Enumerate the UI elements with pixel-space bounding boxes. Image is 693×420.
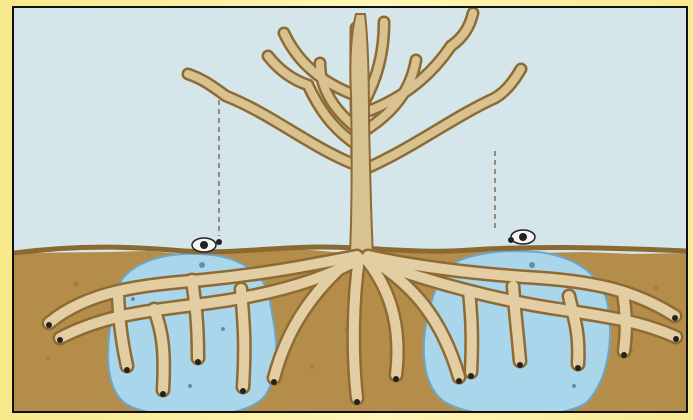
tree-roots-diagram [12,6,688,413]
diagram-svg [14,8,686,411]
